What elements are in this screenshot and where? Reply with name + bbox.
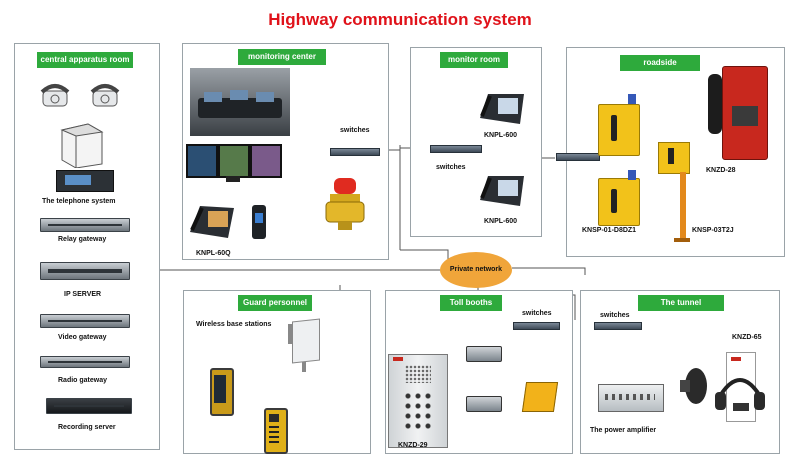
monitor-room-phone-bottom [478, 172, 526, 208]
roadside-yellow-phone-top-light [628, 94, 636, 104]
pole-phone [656, 142, 690, 242]
private-network-cloud: Private network [440, 252, 512, 288]
knpl-600-top-label: KNPL-600 [484, 132, 518, 139]
rugged-phone-yellow [210, 368, 234, 416]
recording-server-device [46, 398, 132, 414]
toll-camera-bottom [466, 396, 502, 412]
monitor-room-tag: monitor room [440, 52, 508, 68]
roadside-tag: roadside [620, 55, 700, 71]
wireless-base-station [288, 318, 322, 372]
intercom-panel [388, 354, 448, 448]
video-gateway-device [40, 314, 130, 328]
radio-gateway-device [40, 356, 130, 368]
knsp-03t2j-label: KNSP-03T2J [692, 227, 734, 234]
horn-speaker [678, 366, 708, 410]
knzd-29-label: KNZD-29 [398, 442, 428, 449]
monitoring-center-switches-label: switches [340, 127, 370, 134]
roadside-yellow-phone-bottom [598, 178, 640, 226]
knsp-01-d8dz1-label: KNSP-01-D8DZ1 [582, 227, 637, 234]
toll-booths-switch [513, 322, 560, 330]
toll-booths-switches-label: switches [522, 310, 552, 317]
telephone-system-label: The telephone system [42, 198, 116, 205]
ip-server-device [40, 262, 130, 280]
radio-gateway-label: Radio gateway [58, 377, 108, 384]
monitor-room-switches-label: switches [436, 164, 466, 171]
control-room-photo [190, 68, 290, 136]
recording-server-label: Recording server [58, 424, 116, 431]
roadside-yellow-phone-bottom-light [628, 170, 636, 180]
tunnel-switches-label: switches [600, 312, 630, 319]
monitor-room-panel [410, 47, 542, 237]
knzd-65-label: KNZD-65 [732, 334, 762, 341]
knzd-28-label: KNZD-28 [706, 167, 736, 174]
rugged-keypad-phone [264, 408, 288, 454]
desk-phone-right [90, 82, 120, 108]
wireless-base-stations-label: Wireless base stations [196, 321, 272, 328]
red-emergency-phone [708, 66, 768, 162]
ip-server-label: IP SERVER [64, 291, 102, 298]
tunnel-tag: The tunnel [638, 295, 724, 311]
monitoring-center-tag: monitoring center [238, 49, 326, 65]
guard-personnel-tag: Guard personnel [238, 295, 312, 311]
desk-phone-left [40, 82, 70, 108]
roadside-switch [556, 153, 600, 161]
toll-intercom-yellow [521, 382, 559, 412]
ip-video-phone-60q [188, 202, 236, 242]
toll-booths-tag: Toll booths [440, 295, 502, 311]
video-wall-monitors [186, 144, 282, 184]
roadside-yellow-phone-top [598, 104, 640, 156]
relay-gateway-label: Relay gateway [58, 236, 107, 243]
warning-beacon [320, 176, 370, 231]
central-apparatus-room-tag: central apparatus room [37, 52, 133, 68]
handheld-radio [252, 205, 266, 239]
monitor-room-phone-top [478, 90, 526, 126]
relay-gateway-device [40, 218, 130, 232]
video-gateway-label: Video gateway [58, 334, 107, 341]
monitor-room-switch [430, 145, 482, 153]
central-apparatus-room-panel [14, 43, 160, 450]
telephone-exchange-cabinet [58, 120, 106, 169]
knpl-60q-label: KNPL-60Q [196, 250, 231, 257]
tunnel-headset [714, 370, 766, 418]
toll-camera-top [466, 346, 502, 362]
monitoring-center-switch [330, 148, 380, 156]
diagram-title: Highway communication system [268, 10, 532, 29]
telephone-system-console [56, 170, 114, 192]
knpl-600-bottom-label: KNPL-600 [484, 218, 518, 225]
tunnel-switch [594, 322, 642, 330]
power-amplifier-label: The power amplifier [590, 427, 657, 434]
power-amplifier-device [598, 384, 664, 412]
